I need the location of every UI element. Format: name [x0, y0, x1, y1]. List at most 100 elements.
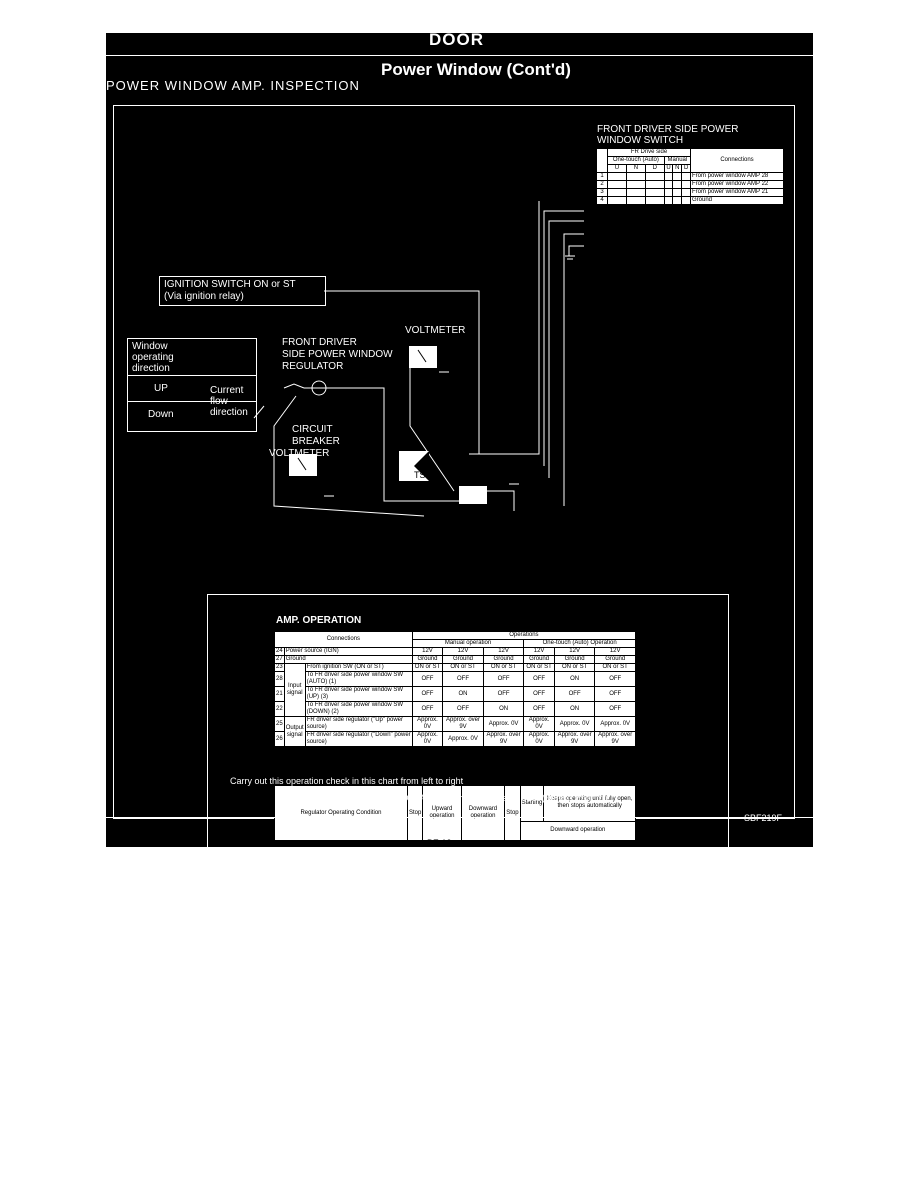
switch-row-num: 3	[596, 188, 608, 197]
voltmeter-left-label: VOLTMETER	[269, 448, 330, 459]
manual-page: DOOR Power Window (Cont'd) POWER WINDOW …	[106, 30, 813, 864]
amp-row-name: To FR driver side power window SW (DOWN)…	[304, 701, 413, 717]
amp-cell: 12V	[594, 647, 636, 656]
switch-col: N	[625, 164, 646, 173]
amp-cell: ON	[553, 701, 596, 717]
amp-cell: OFF	[594, 701, 636, 717]
switch-title-2: WINDOW SWITCH	[597, 135, 684, 146]
table-row: 2 From power window AMP 22	[596, 180, 784, 189]
amp-cell: ON or ST	[523, 663, 555, 672]
switch-row-num: 2	[596, 180, 608, 189]
table-row: 23 Input signal From ignition SW (ON or …	[274, 663, 636, 717]
switch-col: D	[681, 164, 691, 173]
switch-row-conn: From power window AMP	[692, 181, 760, 187]
amp-connections-header: Connections	[274, 631, 413, 648]
switch-row-conn: From power window AMP	[692, 189, 760, 195]
downward-operation-label: Downward operation	[519, 820, 637, 842]
output-signal-label: Output signal	[283, 716, 306, 747]
amp-cell: ON	[482, 701, 525, 717]
switch-col: D	[644, 164, 665, 173]
amp-pin: 24	[274, 647, 285, 656]
amp-cell: Approx. over 9V	[442, 716, 484, 732]
amp-cell: ON	[553, 671, 596, 687]
regulator-label-1: FRONT DRIVER	[282, 337, 357, 348]
amp-cell: Approx. 0V	[553, 716, 596, 732]
amp-operation-table: Connections Operations Manual operation …	[274, 631, 637, 747]
amp-cell: OFF	[482, 671, 525, 687]
amp-manual-header: Manual operation	[411, 639, 525, 648]
page-title: Power Window (Cont'd)	[381, 60, 571, 79]
amp-pin: 25	[274, 716, 285, 732]
amp-pin: 22	[274, 701, 285, 717]
page-number: BF-13	[427, 838, 452, 848]
amp-cell: ON or ST	[553, 663, 596, 672]
switch-col: U	[607, 164, 627, 173]
table-row: 1 From power window AMP 28	[596, 172, 784, 181]
ignition-box: IGNITION SWITCH ON or ST (Via ignition r…	[159, 276, 326, 306]
amp-cell: Ground	[482, 655, 525, 664]
amp-cell: Approx. 0V	[411, 716, 444, 732]
switch-row-pin: 28	[761, 173, 769, 179]
switch-onetouch-header: One-touch (Auto)	[607, 156, 665, 165]
amp-cell: 12V	[523, 647, 555, 656]
switch-connections-header: Connections	[690, 148, 784, 173]
amp-cell: OFF	[442, 701, 484, 717]
amp-cell: 12V	[553, 647, 596, 656]
switch-row-pin: 21	[761, 189, 769, 195]
direction-table: Window operating direction UP Down Curre…	[127, 338, 257, 432]
wiring-lines: TS	[253, 201, 584, 517]
amp-cell: Ground	[594, 655, 636, 664]
regulator-label-3: REGULATOR	[282, 361, 344, 372]
amp-cell: OFF	[442, 671, 484, 687]
figure-caption: POWER WINDOW AMP. — Front driver side do…	[341, 793, 614, 803]
figure-code: SBF219F	[744, 813, 783, 823]
amp-cell: Ground	[442, 655, 484, 664]
amp-cell: OFF	[553, 686, 596, 702]
amp-pin: 27	[274, 655, 285, 664]
amp-cell: OFF	[594, 686, 636, 702]
amp-cell: OFF	[411, 701, 444, 717]
amp-row-name: From ignition SW (ON or ST)	[304, 663, 413, 672]
amp-cell: OFF	[523, 686, 555, 702]
section-title: DOOR	[429, 30, 484, 49]
switch-row-conn: From power window AMP	[692, 173, 760, 179]
amp-pin: 28	[274, 671, 285, 687]
amp-operations-header: Operations	[411, 631, 637, 640]
table-row: 28 To FR driver side power window SW (AU…	[274, 671, 636, 687]
amp-cell: Approx. 0V	[411, 731, 444, 747]
regulator-condition-table: Regulator Operating Condition Stop Upwar…	[274, 785, 637, 842]
switch-row-pin: 22	[761, 181, 769, 187]
amp-cell: OFF	[523, 671, 555, 687]
subsection-title: POWER WINDOW AMP. INSPECTION	[106, 78, 360, 93]
amp-cell: Approx. 0V	[594, 716, 636, 732]
amp-cell: 12V	[442, 647, 484, 656]
amp-cell: ON or ST	[411, 663, 444, 672]
amp-cell: Ground	[411, 655, 444, 664]
amp-cell: Approx. over 9V	[482, 731, 525, 747]
amp-row-name: FR driver side regulator ("Up" power sou…	[304, 716, 413, 732]
switch-row-num: 4	[596, 196, 608, 205]
condition-cell: Downward operation	[460, 785, 506, 841]
table-row: 22 To FR driver side power window SW (DO…	[274, 701, 636, 717]
amp-connector	[459, 486, 487, 504]
amp-cell: Approx. 0V	[523, 731, 555, 747]
direction-up: UP	[154, 383, 168, 394]
amp-cell: Ground	[523, 655, 555, 664]
switch-row-conn: Ground	[692, 197, 713, 203]
amp-row-name: FR driver side regulator ("Down" power s…	[304, 731, 413, 747]
amp-operation-title: AMP. OPERATION	[276, 615, 362, 626]
breaker-label-1: CIRCUIT	[292, 424, 333, 435]
condition-label: Regulator Operating Condition	[274, 785, 408, 841]
amp-cell: OFF	[482, 686, 525, 702]
amp-cell: ON or ST	[482, 663, 525, 672]
current-flow-label: Current flow direction	[210, 385, 248, 418]
motor-icon	[311, 380, 327, 396]
amp-cell: 12V	[482, 647, 525, 656]
voltmeter-top-label: VOLTMETER	[405, 325, 466, 336]
amp-cell: Approx. 0V	[482, 716, 525, 732]
amp-cell: Approx. over 9V	[553, 731, 596, 747]
amp-row-name: To FR driver side power window SW (AUTO)…	[304, 671, 413, 687]
wiring-diagram: TS FRONT DRIVER SIDE POWER WINDOW SWITCH…	[113, 105, 795, 864]
amp-onetouch-header: One-touch (Auto) Operation	[523, 639, 636, 648]
